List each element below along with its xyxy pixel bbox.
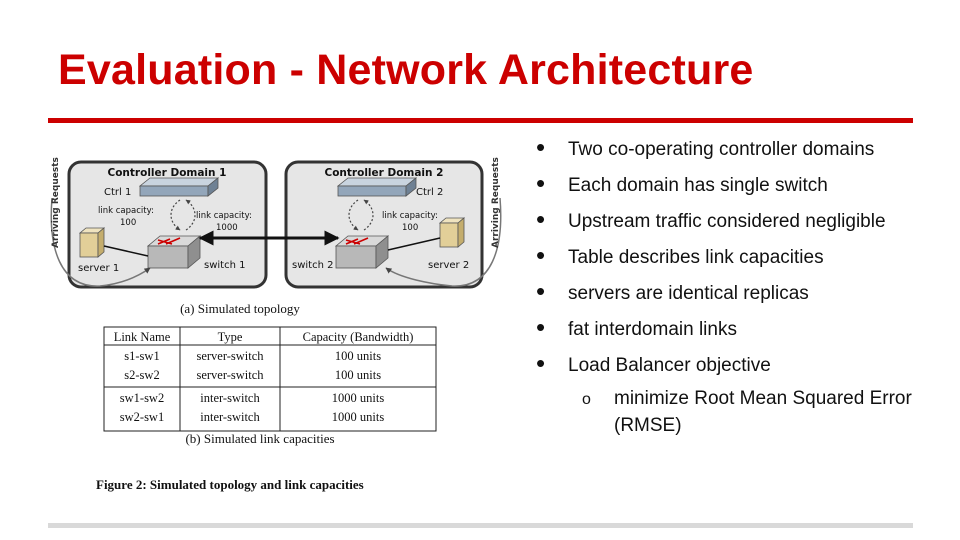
bullet-dot-icon: • (536, 204, 546, 234)
slide-title: Evaluation - Network Architecture (58, 46, 754, 94)
bullet-list: • Two co-operating controller domains • Ea… (534, 132, 934, 448)
arriving-requests-right-label: Arriving Requests (491, 157, 501, 248)
bullet-text: Upstream traffic considered negligible (568, 211, 886, 232)
arriving-requests-right-arrow (385, 197, 502, 287)
table-cell: sw1-sw2 (120, 391, 164, 405)
bullet-dot-icon: • (536, 276, 546, 306)
table-cell: 1000 units (332, 391, 385, 405)
switch-2-icon (334, 235, 390, 269)
table-header: Capacity (Bandwidth) (303, 330, 414, 344)
link-server1-switch1 (103, 245, 149, 257)
footer-divider (48, 523, 913, 528)
bullet-dot-icon: • (536, 168, 546, 198)
table-cell: s1-sw1 (124, 349, 159, 363)
switch-1-label: switch 1 (204, 260, 245, 271)
caption-a: (a) Simulated topology (180, 301, 300, 316)
table-cell: server-switch (196, 349, 264, 363)
link-capacity-value: 100 (402, 223, 418, 233)
link-capacity-value: 100 (120, 218, 136, 228)
bullet-text: Table describes link capacities (568, 247, 824, 268)
table-cell: inter-switch (200, 391, 260, 405)
bullet-text: fat interdomain links (568, 319, 737, 340)
bullet-dot-icon: • (536, 240, 546, 270)
controller-1-icon (138, 177, 220, 197)
table-cell: server-switch (196, 368, 264, 382)
table-header: Type (218, 330, 243, 344)
link-capacity-label: link capacity: (382, 211, 438, 221)
link-switch2-server2 (387, 237, 441, 251)
table-cell: 100 units (335, 349, 381, 363)
bullet-text: Two co-operating controller domains (568, 139, 875, 160)
bullet-dot-icon: • (536, 132, 546, 162)
control-link-1-icon (185, 199, 196, 231)
bullet-item: • Two co-operating controller domains (534, 132, 934, 163)
control-link-1-icon (170, 199, 181, 231)
domain-2-title: Controller Domain 2 (325, 167, 444, 179)
bullet-text: Load Balancer objective (568, 355, 771, 376)
network-figure: Controller Domain 1 Ctrl 1 link capacity… (50, 157, 502, 492)
ctrl-1-label: Ctrl 1 (104, 187, 131, 198)
bullet-item: • Table describes link capacities (534, 240, 934, 271)
controller-domain-2-box (284, 160, 484, 289)
server-1-icon (78, 227, 106, 258)
arriving-requests-left-label: Arriving Requests (51, 157, 61, 248)
title-divider (48, 118, 913, 123)
bullet-item: • fat interdomain links (534, 312, 934, 343)
link-capacity-label: link capacity: (196, 211, 252, 221)
capacity-table: Link Name Type Capacity (Bandwidth) s1-s… (103, 326, 437, 432)
link-capacity-value: 1000 (216, 223, 238, 233)
switch-2-label: switch 2 (292, 260, 333, 271)
bullet-item: • Load Balancer objective (534, 348, 934, 379)
bullet-item: • Upstream traffic considered negligible (534, 204, 934, 235)
bullet-item: • Each domain has single switch (534, 168, 934, 199)
controller-2-icon (336, 177, 418, 197)
bullet-text: Each domain has single switch (568, 175, 828, 196)
sub-bullet-circle-icon: o (582, 391, 591, 408)
server-2-icon (438, 217, 466, 248)
table-cell: 1000 units (332, 410, 385, 424)
domain-1-title: Controller Domain 1 (108, 167, 227, 179)
table-cell: 100 units (335, 368, 381, 382)
ctrl-2-label: Ctrl 2 (416, 187, 443, 198)
link-capacity-label: link capacity: (98, 206, 154, 216)
bullet-dot-icon: • (536, 312, 546, 342)
control-link-2-icon (348, 199, 359, 231)
table-header: Link Name (114, 330, 171, 344)
sub-bullet-item: o minimize Root Mean Squared Error (RMSE) (534, 385, 934, 439)
table-cell: inter-switch (200, 410, 260, 424)
bullet-item: • servers are identical replicas (534, 276, 934, 307)
bullet-text: servers are identical replicas (568, 283, 809, 304)
caption-b: (b) Simulated link capacities (185, 431, 334, 446)
server-2-label: server 2 (428, 260, 469, 271)
switch-1-icon (146, 235, 202, 269)
figure-caption: Figure 2: Simulated topology and link ca… (96, 477, 364, 492)
table-cell: sw2-sw1 (120, 410, 164, 424)
arriving-requests-left-arrow (50, 197, 151, 287)
control-link-2-icon (363, 199, 374, 231)
server-1-label: server 1 (78, 263, 119, 274)
bullet-dot-icon: • (536, 348, 546, 378)
sub-bullet-text: minimize Root Mean Squared Error (RMSE) (614, 388, 912, 436)
controller-domain-1-box (67, 160, 268, 289)
table-cell: s2-sw2 (124, 368, 159, 382)
